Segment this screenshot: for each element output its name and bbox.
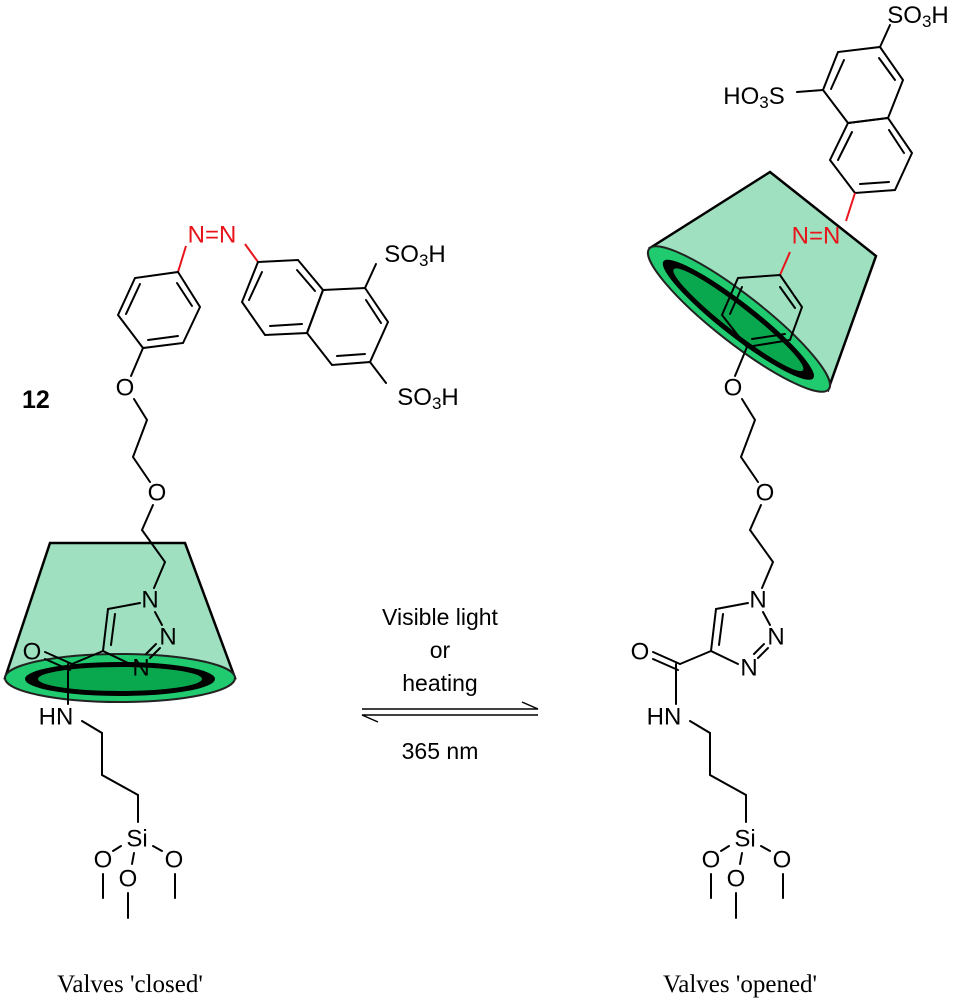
ether-oxygen: O [148, 480, 167, 507]
svg-text:O: O [773, 847, 792, 874]
sulfonic-acid-group: SO3H [397, 384, 459, 413]
svg-text:O: O [23, 639, 42, 666]
cyclodextrin-cone-left [3, 541, 237, 703]
svg-text:O: O [119, 866, 138, 893]
naphthalene-right [796, 24, 914, 195]
sulfonic-acid-group: SO3H [887, 2, 949, 31]
condition-or: or [430, 637, 451, 663]
phenyl-ring-left [116, 270, 202, 350]
svg-text:N: N [159, 624, 176, 651]
condition-visible-light: Visible light [382, 604, 499, 630]
equilibrium-arrows: Visible light or heating 365 nm [361, 604, 539, 764]
compound-number: 12 [22, 386, 50, 414]
triazole-nitrogen-1: N [141, 587, 158, 614]
azo-group-label: N=N [188, 222, 237, 249]
azo-bond-left [177, 245, 187, 273]
sulfonic-acid-group: SO3H [384, 241, 446, 270]
caption-closed: Valves 'closed' [57, 971, 203, 998]
azo-bond-right [244, 243, 259, 263]
ether-oxygen: O [724, 375, 743, 402]
triazole-amide-silane-right: N N O HN Si O O O [631, 602, 792, 919]
svg-text:O: O [165, 847, 184, 874]
azo-bond-right [845, 192, 856, 222]
azo-bond-left [779, 251, 791, 276]
svg-text:N: N [767, 624, 784, 651]
svg-text:O: O [631, 639, 650, 666]
naphthalene-left [240, 258, 390, 384]
svg-text:O: O [702, 847, 721, 874]
svg-text:HN: HN [647, 704, 682, 731]
triazole-nitrogen-1: N [749, 587, 766, 614]
reverse-arrow [361, 714, 538, 723]
triazole-amide-silane-left: N N O HN Si O O O [23, 602, 184, 919]
svg-text:O: O [727, 866, 746, 893]
ether-oxygen: O [756, 480, 775, 507]
azo-group-label: N=N [792, 223, 841, 250]
svg-text:N: N [132, 655, 149, 682]
opened-valve-structure: SO3H HO3S N=N O O N N N [631, 2, 949, 919]
ether-oxygen: O [116, 375, 135, 402]
svg-text:O: O [94, 847, 113, 874]
forward-arrow [362, 701, 539, 710]
condition-heating: heating [402, 670, 477, 696]
closed-valve-structure: 12 N=N O O N [3, 222, 459, 919]
svg-text:Si: Si [126, 826, 147, 853]
svg-text:N: N [740, 655, 757, 682]
cyclodextrin-cone-right [646, 170, 878, 393]
condition-365nm: 365 nm [402, 738, 479, 764]
sulfonic-acid-group: HO3S [723, 83, 784, 112]
svg-text:HN: HN [39, 704, 74, 731]
svg-text:Si: Si [734, 826, 755, 853]
caption-opened: Valves 'opened' [663, 971, 817, 998]
